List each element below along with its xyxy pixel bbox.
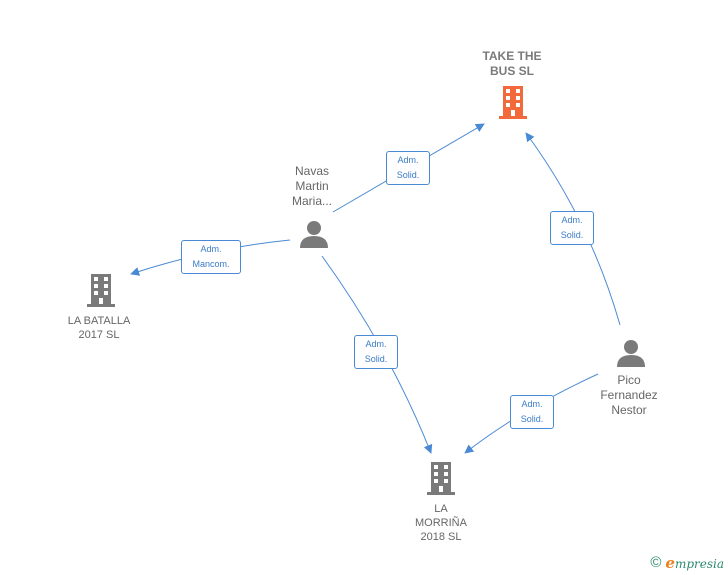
edge-label-navas-la-batalla[interactable]: Adm. Mancom.	[181, 240, 241, 274]
node-label-navas[interactable]: Navas Martin Maria...	[291, 164, 332, 208]
copyright-icon: ©	[650, 554, 662, 571]
node-label-la-batalla[interactable]: LA BATALLA 2017 SL	[67, 315, 131, 341]
node-label-la-morrina[interactable]: LA MORRIÑA 2018 SL	[415, 503, 467, 543]
brand-logo[interactable]: empresia	[665, 554, 724, 572]
building-icon[interactable]	[86, 273, 116, 308]
person-icon[interactable]	[299, 219, 329, 249]
building-icon[interactable]	[498, 85, 528, 120]
person-icon[interactable]	[616, 338, 646, 368]
edge-label-navas-la-morrina[interactable]: Adm. Solid.	[354, 335, 398, 369]
node-label-pico[interactable]: Pico Fernandez Nestor	[600, 373, 658, 417]
footer-branding: © empresia	[650, 554, 724, 572]
edge-label-pico-take-the-bus[interactable]: Adm. Solid.	[550, 211, 594, 245]
edge-label-navas-take-the-bus[interactable]: Adm. Solid.	[386, 151, 430, 185]
edge-label-pico-la-morrina[interactable]: Adm. Solid.	[510, 395, 554, 429]
node-label-take-the-bus[interactable]: TAKE THE BUS SL	[482, 49, 542, 78]
building-icon[interactable]	[426, 461, 456, 496]
